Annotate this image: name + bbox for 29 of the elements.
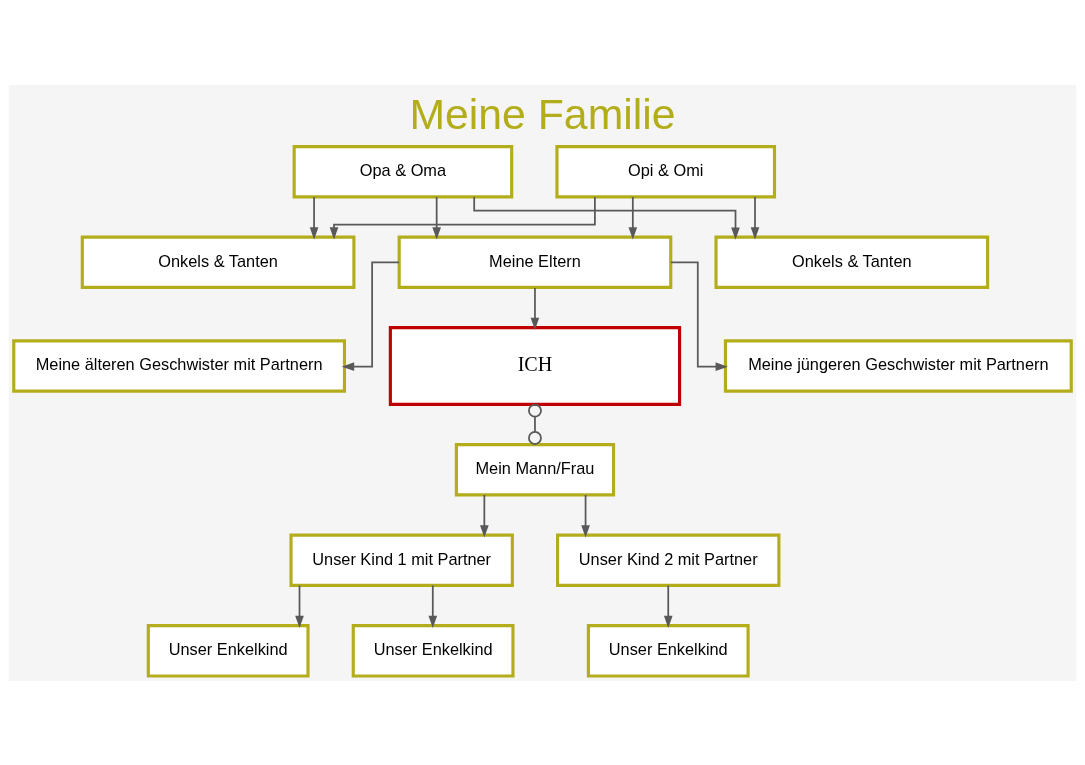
node-box: Unser Enkelkind	[146, 623, 310, 678]
node-box: Meine älteren Geschwister mit Partnern	[12, 338, 347, 393]
arrow	[530, 286, 540, 330]
arrow	[428, 584, 438, 628]
node-box: Meine Eltern	[397, 235, 673, 289]
arrow	[309, 195, 319, 240]
node-box: Onkels & Tanten	[80, 235, 356, 289]
arrow	[329, 195, 596, 240]
connector	[528, 403, 542, 445]
node-box: Meine jüngeren Geschwister mit Partnern	[723, 338, 1073, 393]
arrow	[295, 584, 304, 628]
node-box: Onkels & Tanten	[714, 235, 990, 289]
node-box: Unser Enkelkind	[586, 623, 750, 678]
node-box: Mein Mann/Frau	[454, 442, 616, 496]
arrow	[628, 195, 638, 240]
diagram-title: Meine Familie	[409, 89, 676, 138]
node-box: Unser Kind 2 mit Partner	[556, 533, 781, 587]
arrow	[663, 584, 673, 628]
node-box: Unser Enkelkind	[351, 623, 515, 678]
arrow	[750, 195, 760, 240]
node-box: Opi & Omi	[555, 144, 777, 198]
arrow	[432, 195, 441, 240]
arrow	[581, 493, 590, 538]
arrow	[341, 260, 400, 371]
node-box: ICH	[388, 325, 682, 406]
node-box: Opa & Oma	[292, 144, 514, 198]
arrow	[480, 493, 489, 538]
arrow	[670, 260, 728, 371]
node-box: Unser Kind 1 mit Partner	[289, 533, 514, 587]
